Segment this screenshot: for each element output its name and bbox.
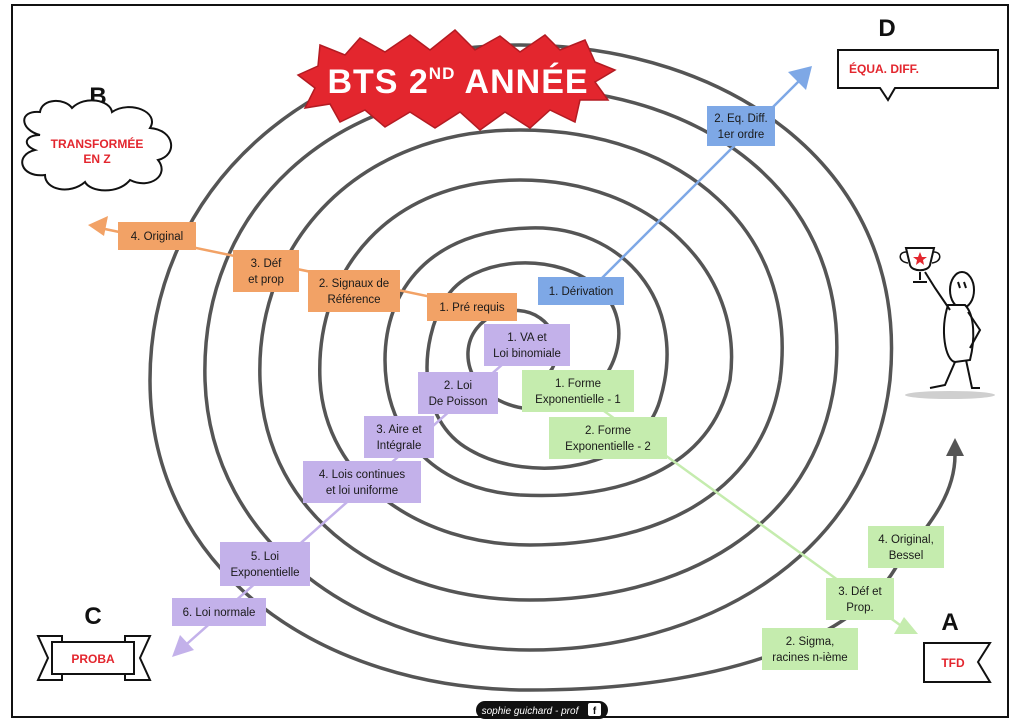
goal-c-label: PROBA	[71, 652, 115, 666]
goal-d-label: ÉQUA. DIFF.	[849, 61, 919, 76]
purple-step-5: 5. Loi Exponentielle	[220, 542, 310, 586]
step-label: 6. Loi normale	[183, 607, 256, 619]
step-label: Exponentielle	[230, 567, 299, 579]
step-label: 4. Original,	[878, 534, 934, 546]
goal-c: C PROBA	[36, 603, 152, 681]
step-label: 2. Loi	[444, 380, 472, 392]
spiral	[148, 43, 902, 692]
purple-step-4: 4. Lois continues et loi uniforme	[303, 461, 421, 503]
signature-text: sophie guichard - prof	[482, 706, 580, 717]
title-main: BTS 2	[327, 63, 428, 101]
green-step-1: 1. Forme Exponentielle - 1	[522, 370, 634, 412]
step-label: Exponentielle - 1	[535, 394, 621, 406]
orange-step-4: 4. Original	[118, 222, 196, 250]
orange-path: 4. Original 3. Déf et prop 2. Signaux de…	[118, 222, 517, 321]
step-label: 1. VA et	[507, 332, 547, 344]
step-label: 3. Déf	[251, 258, 282, 270]
goal-a: A TFD	[923, 609, 992, 683]
step-label: et loi uniforme	[326, 485, 398, 497]
green-step-3: 3. Déf et Prop.	[826, 578, 894, 620]
purple-step-2: 2. Loi De Poisson	[418, 372, 498, 414]
step-label: 4. Original	[131, 231, 183, 243]
orange-step-2: 2. Signaux de Référence	[308, 270, 400, 312]
step-label: 1. Dérivation	[549, 286, 614, 298]
goal-a-letter: A	[941, 609, 958, 636]
goal-d-letter: D	[878, 15, 895, 42]
step-label: et prop	[248, 274, 284, 286]
trophy-icon	[899, 247, 941, 283]
step-label: racines n-ième	[772, 652, 847, 664]
orange-step-3: 3. Déf et prop	[233, 250, 299, 292]
title-sup: ND	[429, 64, 456, 83]
step-label: 2. Eq. Diff.	[714, 113, 767, 125]
step-label: 1. Forme	[555, 378, 601, 390]
green-step-2: 2. Forme Exponentielle - 2	[549, 417, 667, 459]
step-label: 2. Forme	[585, 425, 631, 437]
purple-step-6: 6. Loi normale	[172, 598, 266, 626]
step-label: 1er ordre	[718, 129, 765, 141]
step-label: Référence	[327, 294, 380, 306]
goal-b-line2: EN Z	[83, 152, 110, 166]
signature: sophie guichard - prof f	[476, 701, 608, 719]
purple-path: 1. VA et Loi binomiale 2. Loi De Poisson…	[172, 324, 570, 626]
step-label: Prop.	[846, 602, 874, 614]
goal-c-letter: C	[84, 603, 101, 630]
step-label: Exponentielle - 2	[565, 441, 651, 453]
step-label: Intégrale	[377, 440, 422, 452]
goal-b-line1: TRANSFORMÉE	[51, 136, 144, 151]
step-label: Bessel	[889, 550, 924, 562]
blue-path: 1. Dérivation 2. Eq. Diff. 1er ordre	[538, 106, 775, 305]
step-label: De Poisson	[429, 396, 488, 408]
step-label: 4. Lois continues	[319, 469, 406, 481]
title-burst: BTS 2ND ANNÉE	[296, 28, 617, 131]
goal-b: B TRANSFORMÉE EN Z	[21, 83, 173, 192]
green-step-4: 4. Original, Bessel	[868, 526, 944, 568]
title-rest: ANNÉE	[455, 63, 588, 101]
goal-a-label: TFD	[941, 656, 965, 670]
blue-step-2: 2. Eq. Diff. 1er ordre	[707, 106, 775, 146]
svg-text:BTS 2ND ANNÉE: BTS 2ND ANNÉE	[327, 63, 588, 101]
purple-step-1: 1. VA et Loi binomiale	[484, 324, 570, 366]
purple-step-3: 3. Aire et Intégrale	[364, 416, 434, 458]
green-step-sigma: 2. Sigma, racines n-ième	[762, 628, 858, 670]
step-label: 3. Déf et	[838, 586, 882, 598]
blue-step-1: 1. Dérivation	[538, 277, 624, 305]
step-label: 2. Signaux de	[319, 278, 389, 290]
goal-d: D ÉQUA. DIFF.	[837, 15, 999, 102]
svg-text:f: f	[593, 706, 597, 717]
step-label: Loi binomiale	[493, 348, 561, 360]
step-label: 1. Pré requis	[439, 302, 504, 314]
facebook-icon	[588, 703, 601, 716]
step-label: 3. Aire et	[376, 424, 422, 436]
green-path: 1. Forme Exponentielle - 1 2. Forme Expo…	[522, 370, 944, 670]
orange-step-1: 1. Pré requis	[427, 293, 517, 321]
step-label: 2. Sigma,	[786, 636, 835, 648]
step-label: 5. Loi	[251, 551, 279, 563]
stick-figure-icon	[905, 271, 995, 399]
